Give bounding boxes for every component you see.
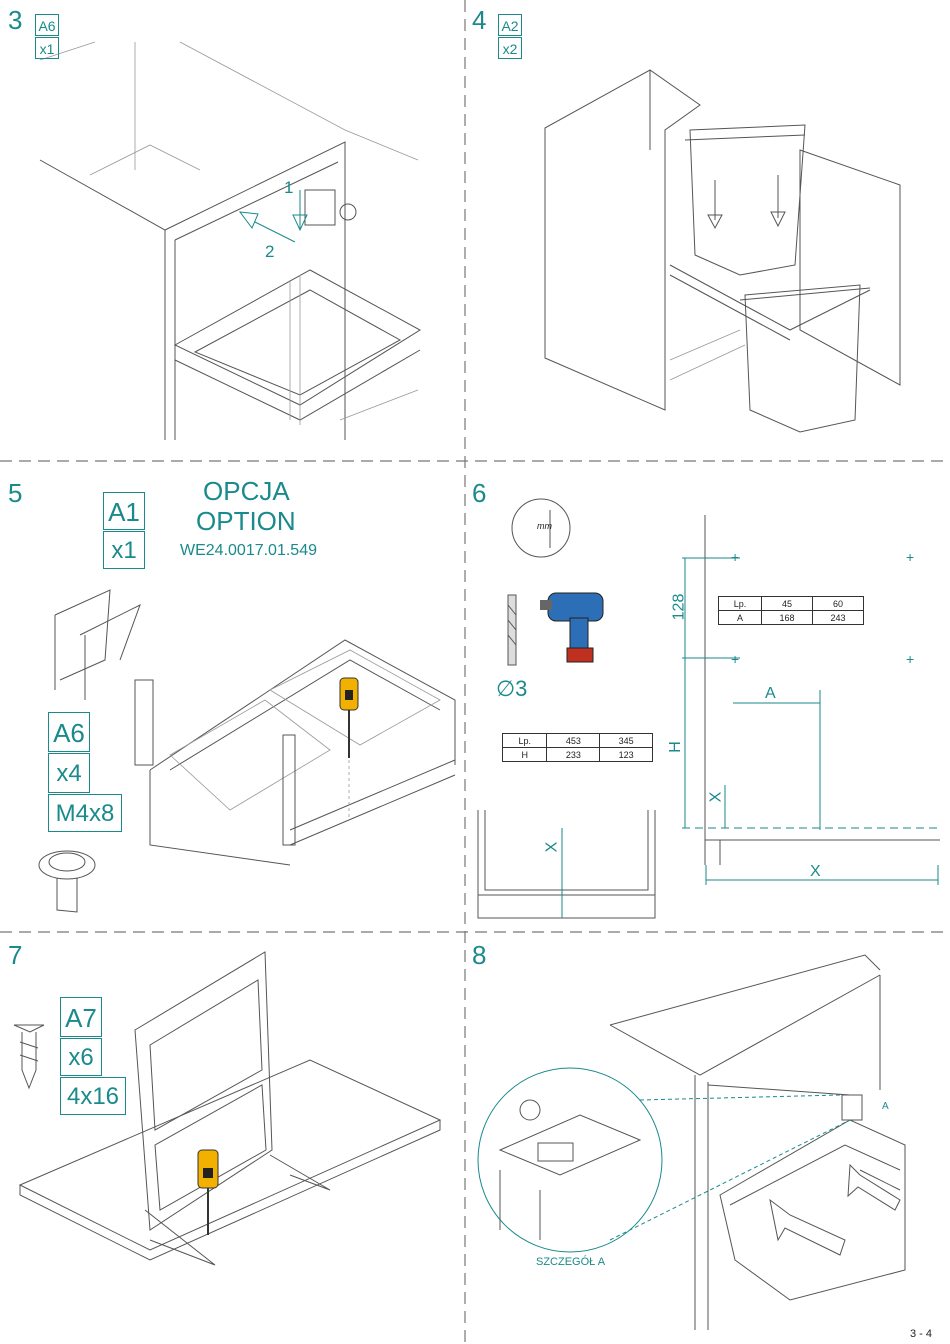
table-cell: A (718, 610, 762, 625)
screw-size: M4x8 (48, 794, 122, 832)
part-label-a2: A2 (498, 14, 522, 36)
svg-text:+: + (906, 549, 914, 565)
table-cell: 45 (760, 596, 813, 611)
part-qty: x6 (60, 1038, 102, 1076)
step-number-5: 5 (8, 478, 23, 508)
step-number-7: 7 (8, 940, 23, 970)
table-cell: 243 (811, 610, 865, 625)
step4-illustration (544, 69, 901, 433)
table-cell: 453 (546, 733, 601, 748)
part-label-a6: A6 (48, 712, 90, 752)
part-qty: x4 (48, 753, 90, 793)
part-qty: x1 (35, 37, 59, 59)
unit-label: mm (537, 521, 552, 531)
step-number-3: 3 (8, 5, 23, 35)
option-title-en: OPTION (196, 506, 296, 536)
table-cell: 345 (599, 733, 653, 748)
part-label-a6: A6 (35, 14, 59, 36)
table-cell: H (501, 747, 548, 762)
arrow-step-1-label: 1 (284, 178, 294, 197)
detail-label: SZCZEGÓŁ A (536, 1256, 606, 1268)
step-number-8: 8 (472, 940, 487, 970)
dimension-x-cabinet: X (543, 841, 561, 853)
part-label-a7: A7 (60, 997, 102, 1037)
step6-illustration: + + + + (477, 498, 940, 919)
table-h-dimensions: Lp. 453 345 H 233 123 (501, 733, 653, 762)
step7-illustration (13, 951, 442, 1266)
dimension-h: H (666, 741, 684, 753)
svg-text:+: + (906, 651, 914, 667)
svg-text:+: + (731, 549, 739, 565)
table-cell: 168 (760, 610, 813, 625)
table-cell: Lp. (718, 596, 762, 611)
table-a-dimensions: Lp. 45 60 A 168 243 (718, 596, 865, 625)
step5-illustration (38, 589, 456, 913)
part-label-a1: A1 (103, 492, 145, 530)
arrow-step-2-label: 2 (265, 242, 275, 261)
part-qty: x2 (498, 37, 522, 59)
drill-diameter: ∅3 (496, 676, 528, 701)
option-code: WE24.0017.01.549 (180, 542, 317, 559)
dimension-x-horizontal: X (810, 863, 821, 880)
part-qty: x1 (103, 531, 145, 569)
option-title-pl: OPCJA (203, 476, 290, 506)
detail-marker: A (882, 1101, 889, 1112)
table-cell: Lp. (501, 733, 548, 748)
step-number-4: 4 (472, 5, 487, 35)
dimension-a: A (765, 685, 776, 702)
dimension-128: 128 (670, 593, 688, 621)
table-cell: 123 (599, 747, 653, 762)
step3-illustration (39, 41, 421, 440)
dimension-x-vertical: X (707, 791, 725, 803)
table-cell: 60 (811, 596, 865, 611)
step8-illustration (477, 954, 906, 1330)
svg-text:+: + (731, 651, 739, 667)
table-cell: 233 (546, 747, 601, 762)
step-number-6: 6 (472, 478, 487, 508)
page-number: 3 - 4 (910, 1328, 933, 1340)
screw-size: 4x16 (60, 1077, 126, 1115)
